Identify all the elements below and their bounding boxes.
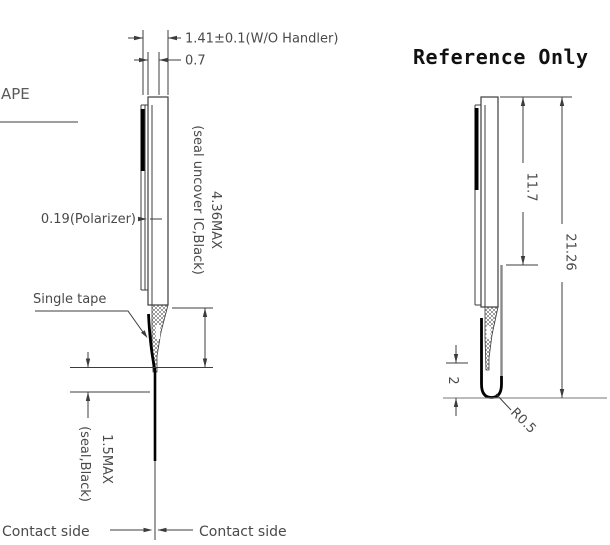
arrowhead — [559, 97, 565, 106]
arrowhead — [141, 330, 148, 338]
glass-thickness-dim: 0.7 — [185, 54, 206, 69]
arrowhead — [168, 35, 177, 41]
tail-seal-note: (seal,Black) — [77, 426, 92, 502]
contact-label-left: Contact side — [2, 524, 90, 540]
ic-gap — [486, 326, 491, 339]
tape-label-text: Single tape — [33, 292, 106, 307]
overall-thickness-dim: 1.41±0.1(W/O Handler) — [185, 32, 338, 47]
arrowhead — [85, 358, 91, 368]
left-section-view: APE — [0, 30, 338, 540]
arrowhead — [85, 392, 91, 401]
arrowhead — [134, 35, 143, 41]
contact-side-callouts: Contact side Contact side — [2, 524, 287, 540]
seal-hatch-area — [484, 306, 499, 371]
overall-height-dim: 21.26 — [563, 233, 578, 270]
arrowhead — [559, 389, 565, 398]
arrowhead — [143, 527, 153, 533]
seal-dim-text: 4.36MAX — [208, 191, 223, 249]
polarizer-dimension: 0.19(Polarizer) — [41, 212, 162, 227]
fold-height-dim: 11.7 — [524, 173, 539, 202]
fragment-label: APE — [1, 85, 30, 103]
single-tape-label: Single tape — [33, 292, 148, 338]
tail-seal-dimension: 1.5MAX (seal,Black) — [70, 352, 150, 502]
arrowhead — [453, 354, 459, 363]
contact-label-right: Contact side — [199, 524, 287, 540]
arrowhead — [520, 97, 526, 106]
height-dimensions: 11.7 21.26 2 R0.5 — [443, 96, 607, 437]
ic-gap — [155, 325, 161, 339]
arrowhead — [202, 358, 208, 368]
arrowhead — [138, 216, 147, 222]
tape-black-bar — [140, 109, 145, 171]
leader-line — [35, 310, 146, 336]
bottom-offset-dim: 2 — [445, 376, 460, 384]
arrowhead — [520, 256, 526, 265]
glass-outline — [147, 96, 169, 306]
polarizer-dim-text: 0.19(Polarizer) — [41, 212, 136, 227]
bend-radius-dim: R0.5 — [507, 405, 539, 437]
leader-line — [495, 393, 512, 411]
lcd-stack-folded — [474, 96, 503, 399]
tape-black-bar — [474, 108, 479, 190]
reference-only-title: Reference Only — [413, 45, 589, 69]
arrowhead — [157, 527, 167, 533]
arrowhead — [159, 57, 168, 63]
right-reference-view: Reference Only 11.7 — [413, 45, 607, 437]
arrowhead — [453, 398, 459, 407]
tail-seal-dim-text: 1.5MAX — [99, 434, 114, 484]
glass-outline — [480, 96, 499, 308]
width-dimensions: 1.41±0.1(W/O Handler) 0.7 — [128, 30, 338, 95]
arrowhead — [202, 308, 208, 317]
lcd-stack — [140, 96, 169, 540]
seal-dimension: (seal uncover IC,Black) 4.36MAX — [70, 125, 223, 368]
adjacent-view-fragment: APE — [0, 85, 78, 123]
arrowhead — [139, 57, 148, 63]
seal-note: (seal uncover IC,Black) — [190, 125, 205, 275]
